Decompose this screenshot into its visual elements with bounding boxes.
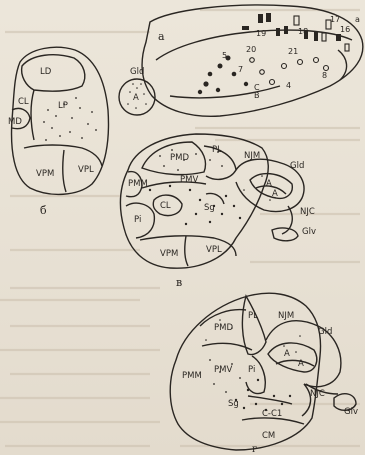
- panel-g-label-njm: NJM: [278, 311, 294, 321]
- panel-a-label-4: 4: [286, 81, 291, 90]
- panel-g-label-pmm: PMM: [182, 371, 202, 381]
- panel-v-label-pl: PL: [212, 145, 222, 155]
- panel-v-label-pmd: PMD: [170, 153, 189, 163]
- panel-v-letter: в: [176, 276, 182, 289]
- panel-a-letter: а: [158, 30, 165, 43]
- panel-v-label-a1: A: [266, 179, 272, 189]
- panel-v-label-pi: Pi: [134, 215, 141, 225]
- panel-v-glv: [272, 228, 298, 241]
- panel-a-label-c: C: [254, 83, 260, 92]
- panel-b-vp-split: [63, 150, 66, 192]
- panel-a-label-7: 7: [238, 65, 243, 74]
- panel-a-label-b: B: [254, 91, 260, 100]
- panel-v-label-vpm: VPM: [160, 249, 178, 259]
- panel-g-label-glv: Glv: [344, 407, 358, 417]
- panel-a-label-20: 20: [246, 45, 256, 54]
- panel-b-labels: LD CL LP MD VPM VPL Gld A б: [8, 67, 144, 217]
- panel-a-label-19: 19: [256, 29, 266, 38]
- panel-v-label-njc: NJC: [300, 207, 315, 217]
- panel-a-labels: 17 18 19 20 21 16 8 5 7 4 B C a а: [158, 15, 360, 100]
- panel-b-letter: б: [40, 204, 47, 217]
- panel-g-label-gld: Gld: [318, 327, 332, 337]
- panel-v-label-a2: A: [272, 189, 278, 199]
- panel-v-label-njm: NJM: [244, 151, 260, 161]
- panel-b-cl-lp: [31, 90, 34, 140]
- panel-a-label-5: 5: [222, 51, 227, 60]
- panel-v-vp-split: [185, 236, 188, 266]
- panel-g-label-sg: Sg: [228, 399, 239, 409]
- panel-b-inset-gld: Gld: [130, 67, 144, 77]
- panel-g-label-pl: PL: [248, 311, 258, 321]
- panel-g-label-njc: NJC: [310, 389, 325, 399]
- panel-b-ld: [22, 55, 85, 91]
- panel-a-label-8: 8: [322, 71, 327, 80]
- panel-v-label-cl: CL: [160, 201, 171, 211]
- panel-v-label-gld: Gld: [290, 161, 304, 171]
- panel-g-a-inner: [268, 343, 317, 372]
- panel-a-label-17: 17: [330, 15, 340, 24]
- panel-g-label-cc1: C-C1: [262, 409, 282, 419]
- panel-b-label-vpm: VPM: [36, 169, 54, 179]
- panel-b-label-ld: LD: [40, 67, 52, 77]
- panel-g-label-a1: A: [284, 349, 290, 359]
- panel-a-lower-curve: [170, 86, 280, 98]
- panel-g-label-pi: Pi: [248, 365, 255, 375]
- panel-v-label-vpl: VPL: [206, 245, 222, 255]
- panel-b-inset-a: A: [133, 93, 139, 103]
- panel-g-label-cm: CM: [262, 431, 275, 441]
- panel-g-pl: [242, 296, 266, 355]
- panel-v-label-glv: Glv: [302, 227, 316, 237]
- panel-a-label-18: 18: [298, 27, 308, 36]
- panel-a-label-21: 21: [288, 47, 298, 56]
- panel-v-label-pmm: PMM: [128, 179, 148, 189]
- panel-g-label-pmd: PMD: [214, 323, 233, 333]
- panel-b-label-md: MD: [8, 117, 22, 127]
- panel-v-label-sg: Sg: [204, 203, 215, 213]
- panel-g-letter: г: [252, 444, 257, 455]
- panel-g-cc: [248, 396, 292, 404]
- panel-b-outline: [12, 47, 109, 194]
- panel-v-label-pmv: PMV: [180, 175, 198, 185]
- panel-g-label-a2: A: [298, 359, 304, 369]
- panel-b-label-cl: CL: [18, 97, 29, 107]
- panel-b-label-lp: LP: [58, 101, 68, 111]
- panel-g-label-pmv: PMV: [214, 365, 232, 375]
- panel-b-label-vpl: VPL: [78, 165, 94, 175]
- panel-a-label-16: 16: [340, 25, 350, 34]
- panel-a-label-marker: a: [355, 15, 360, 24]
